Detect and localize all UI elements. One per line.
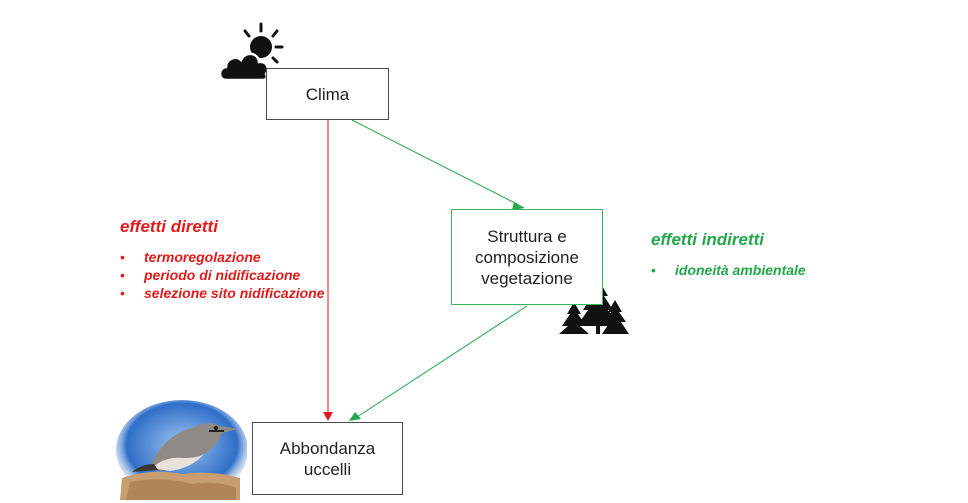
bird-photo xyxy=(116,400,247,500)
node-abbondanza-label: Abbondanza uccelli xyxy=(279,438,376,479)
indirect-effects-title: effetti indiretti xyxy=(651,230,765,249)
arrowhead-vegetazione xyxy=(512,202,525,210)
node-vegetazione-label: Struttura e composizione vegetazione xyxy=(475,226,579,288)
arrowhead-direct xyxy=(323,412,333,421)
node-vegetazione: Struttura e composizione vegetazione xyxy=(451,209,603,305)
direct-effect-item: selezione sito nidificazione xyxy=(120,284,330,302)
direct-effects-title: effetti diretti xyxy=(120,217,218,236)
sun-cloud-icon xyxy=(218,22,284,82)
direct-effects-list: termoregolazione periodo di nidificazion… xyxy=(120,248,330,302)
arrow-clima-to-vegetazione xyxy=(351,119,518,205)
indirect-effects-list: idoneità ambientale xyxy=(651,261,871,279)
arrow-vegetazione-to-abbondanza xyxy=(356,305,528,418)
node-clima: Clima xyxy=(266,68,389,120)
node-clima-label: Clima xyxy=(305,84,350,104)
direct-effect-item: termoregolazione xyxy=(120,248,330,266)
pine-trees-icon xyxy=(559,279,629,334)
direct-effect-item: periodo di nidificazione xyxy=(120,266,330,284)
indirect-effect-item: idoneità ambientale xyxy=(651,261,871,279)
arrowhead-abbondanza xyxy=(349,412,361,421)
node-abbondanza: Abbondanza uccelli xyxy=(252,422,403,495)
